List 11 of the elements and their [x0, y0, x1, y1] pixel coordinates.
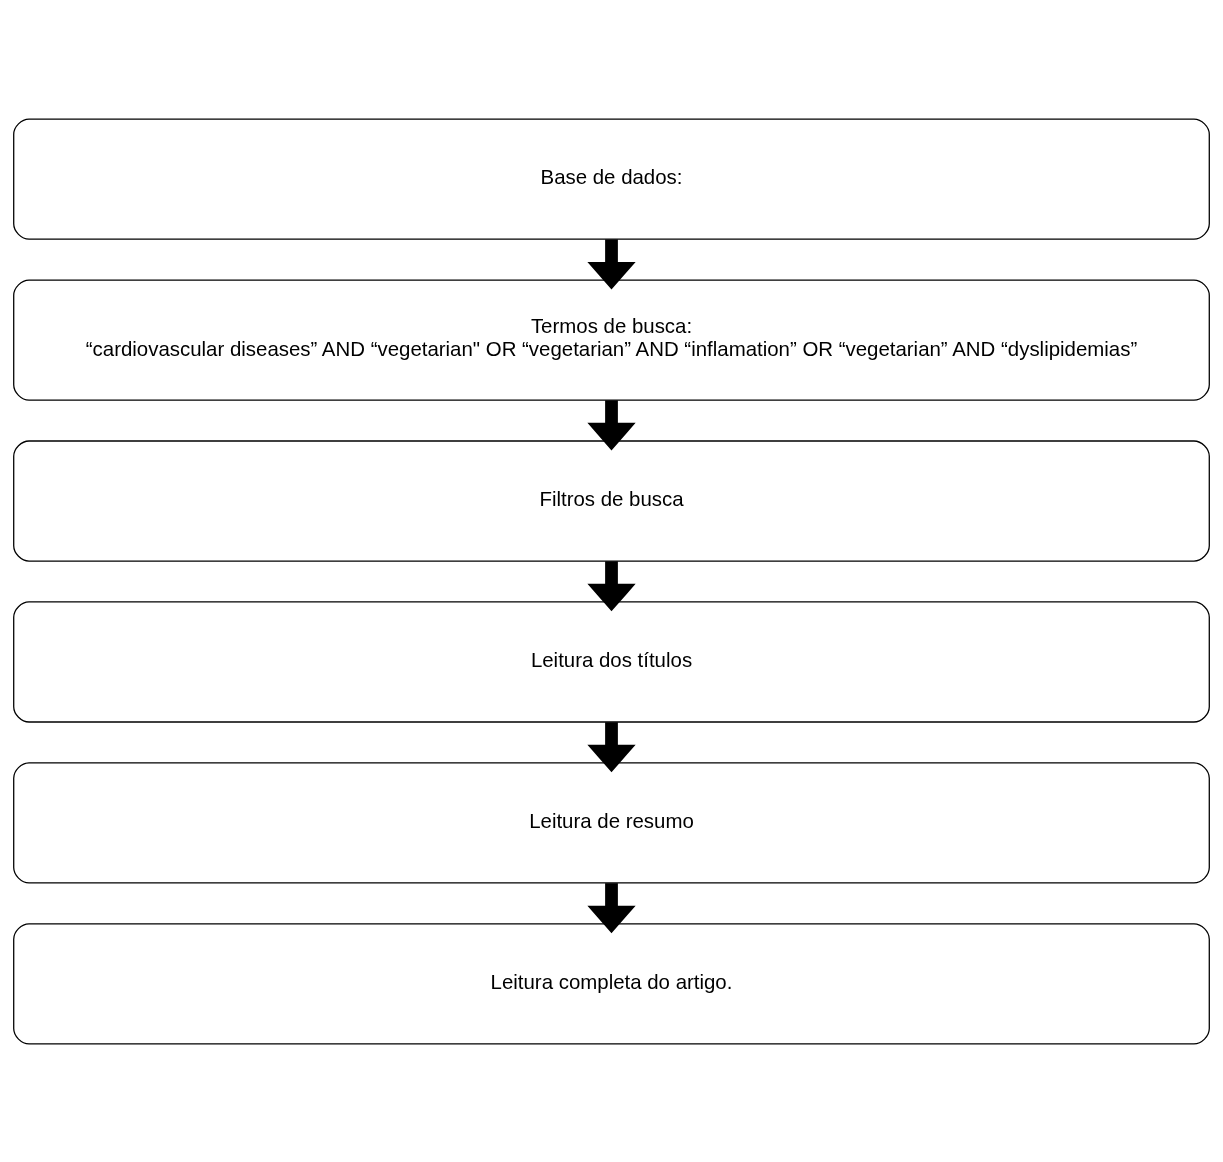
- node-box: Leitura dos títulos: [13, 600, 1210, 723]
- arrow: [587, 721, 636, 772]
- arrow: [587, 560, 636, 611]
- node-box: Filtros de busca: [13, 439, 1210, 562]
- node-box: Base de dados:: [13, 117, 1210, 240]
- arrow: [587, 399, 636, 450]
- arrow: [587, 882, 636, 933]
- node-box: Termos de busca: “cardiovascular diseases” AND “vegetarian" OR “vegetarian” AND “inflamation” OR “vegetarian” AND “dyslipidemias”: [13, 278, 1210, 401]
- arrow: [587, 238, 636, 289]
- node-box: Leitura de resumo: [13, 761, 1210, 884]
- node-box: Leitura completa do artigo.: [13, 922, 1210, 1045]
